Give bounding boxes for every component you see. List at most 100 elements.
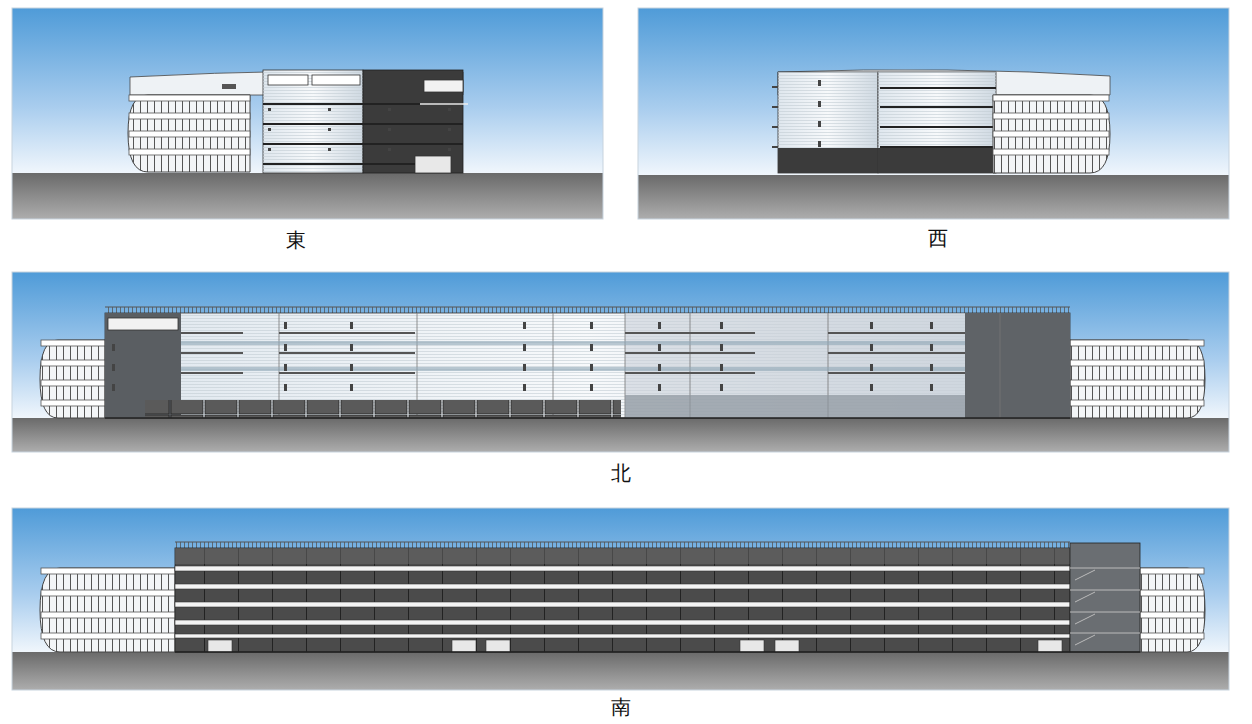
drawing-part (41, 590, 175, 596)
drawing-part (12, 8, 603, 173)
drawing-part (1070, 612, 1140, 613)
drawing-part (41, 360, 105, 366)
drawing-part (828, 372, 965, 374)
drawing-part (930, 364, 933, 371)
drawing-part (638, 8, 1229, 175)
drawing-part (1000, 313, 1001, 418)
drawing-part (1075, 635, 1095, 645)
drawing-part (424, 80, 463, 92)
drawing-part (1038, 640, 1062, 652)
drawing-part (625, 332, 755, 334)
drawing-part (772, 146, 778, 148)
drawing-part (279, 332, 415, 334)
drawing-part (486, 640, 510, 652)
drawing-part (1140, 590, 1204, 596)
drawing-part (263, 123, 463, 125)
drawing-part (772, 106, 778, 108)
drawing-part (284, 322, 287, 329)
drawing-part (993, 95, 1110, 173)
drawing-part (12, 508, 1229, 652)
drawing-part (12, 508, 1229, 690)
drawing-part (930, 322, 933, 329)
drawing-part (658, 322, 661, 329)
drawing-part (775, 640, 799, 652)
drawing-part (523, 384, 526, 391)
drawing-part (12, 418, 1229, 452)
drawing-part (523, 322, 526, 329)
drawing-part (175, 566, 1070, 571)
drawing-part (1070, 568, 1140, 645)
drawing-part (181, 372, 243, 374)
drawing-part (993, 131, 1109, 137)
drawing-part (105, 417, 1070, 419)
drawing-part (1070, 543, 1140, 652)
drawing-part (263, 143, 463, 145)
drawing-part (41, 340, 105, 346)
drawing-part (880, 91, 996, 103)
drawing-part (129, 95, 250, 101)
drawing-part (105, 307, 1070, 308)
drawing-part (175, 566, 1070, 638)
drawing-part (350, 322, 353, 329)
drawing-part (818, 141, 821, 147)
drawing-part (41, 612, 175, 618)
drawing-part (658, 384, 661, 391)
drawing-part (818, 101, 821, 107)
drawing-part (222, 84, 236, 89)
drawing-part (880, 146, 996, 148)
drawing-part (175, 602, 1070, 607)
drawing-part (778, 72, 878, 173)
drawing-part (880, 131, 996, 143)
drawing-part (870, 344, 873, 351)
drawing-part (263, 128, 463, 140)
drawing-part (263, 104, 463, 164)
drawing-part (112, 384, 115, 391)
drawing-part (108, 318, 178, 330)
drawing-part (638, 175, 1229, 219)
drawing-part (625, 395, 965, 418)
drawing-part (175, 634, 1070, 638)
drawing-part (175, 620, 1070, 625)
drawing-part (1140, 568, 1204, 574)
view-label: 北 (611, 462, 631, 484)
drawing-part (772, 126, 778, 128)
drawing-part (658, 364, 661, 371)
drawing-part (128, 95, 250, 172)
drawing-part (12, 8, 603, 219)
drawing-part (105, 313, 1070, 418)
drawing-part (175, 542, 1070, 543)
drawing-part (1070, 400, 1204, 406)
drawing-part (720, 344, 723, 351)
drawing-part (175, 651, 1140, 653)
drawing-part (129, 131, 250, 137)
drawing-part (878, 72, 996, 173)
drawing-part (1140, 633, 1204, 639)
drawing-part (263, 163, 415, 165)
drawing-part (590, 364, 593, 371)
drawing-part (590, 322, 593, 329)
drawing-part (181, 367, 965, 371)
drawing-part (1070, 340, 1204, 346)
drawing-part (181, 332, 965, 374)
drawing-part (870, 364, 873, 371)
drawing-part (1140, 568, 1205, 652)
east-elevation (12, 8, 603, 219)
drawing-part (878, 148, 996, 173)
drawing-part (175, 548, 1070, 652)
drawing-part (112, 322, 933, 391)
drawing-part (112, 364, 115, 371)
drawing-part (880, 111, 996, 123)
drawing-part (625, 313, 965, 418)
drawing-part (778, 148, 878, 173)
drawing-part (312, 75, 360, 85)
drawing-part (993, 149, 1109, 155)
drawing-part (284, 384, 287, 391)
drawing-part (263, 148, 463, 160)
drawing-part (1070, 360, 1204, 366)
drawing-part (828, 352, 965, 354)
drawing-part (658, 344, 661, 351)
drawing-part (625, 352, 755, 354)
drawing-part (965, 313, 1070, 418)
drawing-part (12, 173, 603, 219)
